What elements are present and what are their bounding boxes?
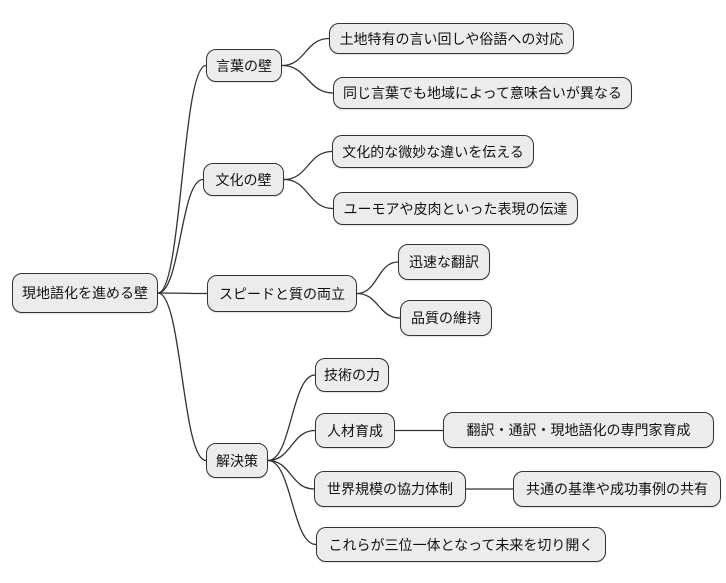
link-culture-humor-irony [283, 178, 334, 210]
link-speed-fast-translation [356, 261, 399, 295]
node-specialist-training: 翻訳・通訳・現地語化の専門家育成 [443, 412, 714, 448]
link-speed-quality-maintenance [356, 292, 401, 319]
node-humor-irony: ユーモアや皮肉といった表現の伝達 [333, 192, 578, 225]
link-language-regional-meaning [281, 64, 334, 94]
node-language-barrier: 言葉の壁 [206, 49, 282, 82]
link-language-dialect-slang [281, 37, 330, 67]
node-regional-meaning: 同じ言葉でも地域によって意味合いが異なる [333, 77, 632, 109]
node-fast-translation: 迅速な翻訳 [398, 244, 490, 280]
node-shared-standards: 共通の基準や成功事例の共有 [513, 471, 721, 507]
link-solutions-technology [267, 374, 316, 462]
node-cultural-nuance: 文化的な微妙な違いを伝える [332, 135, 534, 168]
node-talent-development: 人材育成 [315, 413, 395, 448]
node-global-cooperation: 世界規模の協力体制 [314, 471, 466, 507]
link-culture-cultural-nuance [283, 150, 333, 181]
link-root-solutions [157, 292, 207, 462]
node-culture-barrier: 文化の壁 [203, 163, 284, 196]
link-solutions-talent [267, 429, 316, 462]
node-technology: 技術の力 [315, 358, 389, 392]
link-root-speed-quality [157, 292, 208, 295]
node-trinity-future: これらが三位一体となって未来を切り開く [316, 527, 606, 562]
node-root: 現地語化を進める壁 [12, 273, 158, 313]
node-quality-maintenance: 品質の維持 [400, 300, 492, 336]
link-root-language-barrier [157, 64, 207, 294]
node-speed-quality: スピードと質の両立 [207, 275, 357, 312]
link-solutions-global-cooperation [267, 459, 315, 490]
link-root-culture-barrier [157, 178, 204, 294]
node-dialect-slang: 土地特有の言い回しや俗語への対応 [329, 23, 574, 54]
link-solutions-trinity-future [267, 459, 317, 546]
node-solutions: 解決策 [206, 443, 268, 478]
